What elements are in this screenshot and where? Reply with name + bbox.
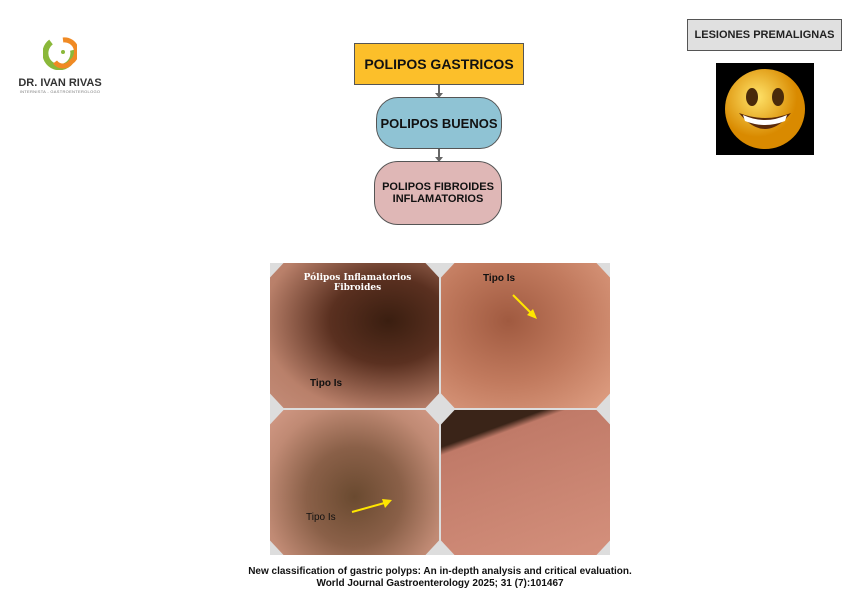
panel-label: d — [444, 412, 449, 419]
smiley-emoji-icon — [716, 63, 814, 155]
flow-box-inflammatory-fibroid-polyps: POLIPOS FIBROIDES INFLAMATORIOS — [374, 161, 502, 225]
endoscopy-panel-c: c Tipo Is — [270, 410, 439, 555]
panel-label: b — [444, 265, 449, 272]
panel-note: Tipo Is — [310, 378, 343, 389]
endoscopy-panel-b: b Tipo Is — [441, 263, 610, 408]
endoscopy-image-grid: a Pólipos Inflamatorios Fibroides Tipo I… — [270, 263, 610, 555]
logo-name: DR. IVAN RIVAS — [18, 77, 102, 89]
logo: DR. IVAN RIVAS INTERNISTA - GASTROENTERO… — [10, 36, 110, 94]
premalignant-lesions-tag: LESIONES PREMALIGNAS — [687, 19, 842, 51]
panel-title: Pólipos Inflamatorios Fibroides — [303, 273, 412, 293]
panel-note: Tipo Is — [306, 512, 336, 523]
yellow-arrow-icon — [512, 294, 537, 319]
panel-note: Tipo Is — [483, 273, 516, 284]
logo-subtitle: INTERNISTA - GASTROENTEROLOGO — [19, 89, 101, 94]
flow-arrow — [435, 149, 443, 162]
flow-box-gastric-polyps: POLIPOS GASTRICOS — [354, 43, 524, 85]
endoscopy-panel-a: a Pólipos Inflamatorios Fibroides Tipo I… — [270, 263, 439, 408]
citation-caption: New classification of gastric polyps: An… — [248, 566, 632, 589]
yellow-arrow-icon — [351, 499, 392, 513]
flow-arrow — [435, 85, 443, 98]
flow-box-good-polyps: POLIPOS BUENOS — [376, 97, 502, 149]
stomach-logo-icon — [42, 37, 79, 71]
panel-label: a — [273, 265, 277, 272]
panel-label: c — [273, 412, 277, 419]
endoscopy-panel-d: d — [441, 410, 610, 555]
